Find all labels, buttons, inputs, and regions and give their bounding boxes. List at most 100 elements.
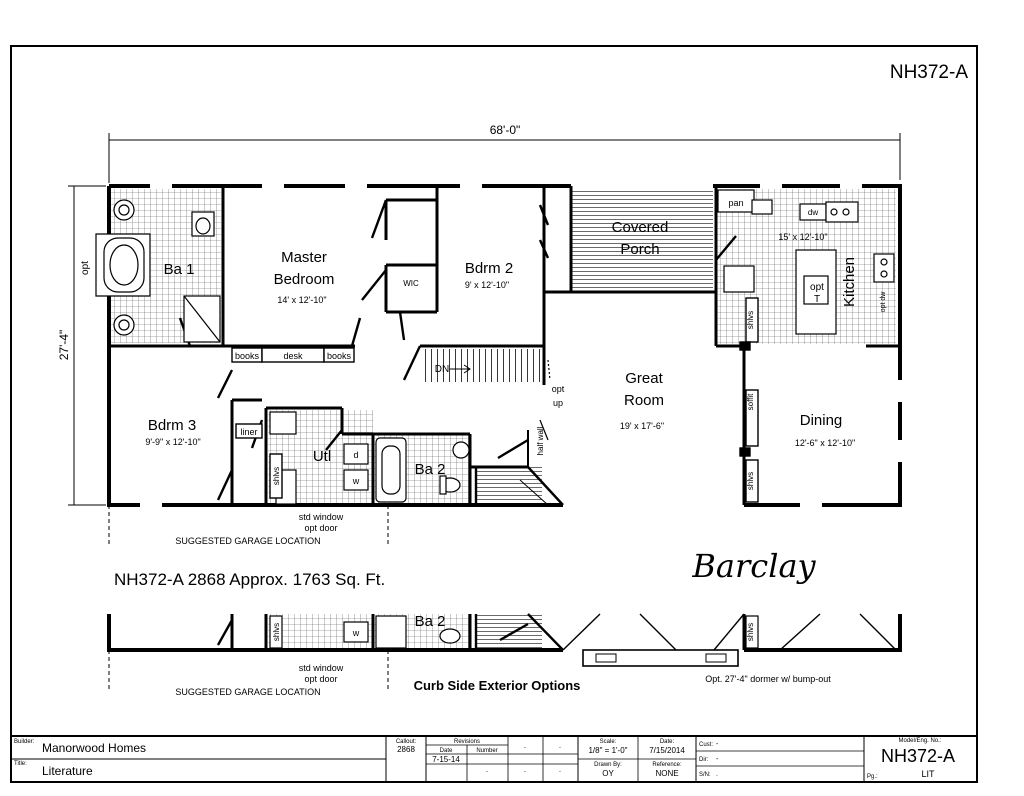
options-std-window: std window [299, 663, 344, 673]
cust-value: - [716, 741, 719, 748]
kitchen-label: Kitchen [841, 257, 858, 307]
options-shlvs-right: shlvs [746, 623, 755, 641]
ba1-fixtures [95, 199, 221, 343]
pg-label: Pg.: [867, 774, 878, 780]
rev-date-col: Date [440, 748, 453, 754]
opt-up-2: up [553, 398, 563, 408]
rev-number-col: Number [476, 748, 497, 754]
utl-ba2-fixtures [269, 411, 470, 505]
title-value: Literature [42, 764, 93, 778]
kitchen-opt-2: T [814, 294, 820, 305]
depth-dimension: 27'-4" opt [57, 185, 106, 506]
model-value: NH372-A [881, 746, 955, 766]
plan-name: Barclay [691, 547, 816, 585]
ref-value: NONE [655, 769, 678, 778]
builder-value: Manorwood Homes [42, 741, 146, 755]
summary-text: NH372-A 2868 Approx. 1763 Sq. Ft. [114, 570, 385, 589]
half-wall-label: half wall [536, 426, 545, 455]
rev-dot-4: . [524, 765, 526, 774]
ba2-label: Ba 2 [415, 461, 446, 478]
sn-value: . [716, 771, 718, 778]
model-code: NH372-A [890, 62, 968, 83]
main-stair [420, 349, 544, 382]
overall-width-label: 68'-0" [490, 123, 521, 137]
revisions-label: Revisions [454, 739, 480, 745]
utl-label: Utl [313, 448, 331, 465]
scale-value: 1/8" = 1'-0" [588, 746, 627, 755]
kitchen-dw: dw [808, 208, 818, 217]
dn-arrow [450, 364, 471, 374]
width-dimension: 68'-0" [108, 123, 901, 183]
utl-d: d [353, 450, 358, 460]
porch-label-2: Porch [620, 241, 659, 258]
options-shlvs-left: shlvs [272, 623, 281, 641]
dining-label: Dining [800, 412, 843, 429]
options-dormer: Opt. 27'-4" dormer w/ bump-out [705, 674, 831, 684]
great-size: 19' x 17'-6" [620, 421, 664, 431]
std-window-main: std window [299, 512, 344, 522]
wic-label: WIC [403, 279, 419, 288]
bdrm3-size: 9'-9" x 12'-10" [145, 437, 200, 447]
top-windows [140, 183, 903, 508]
desk-label: desk [283, 351, 303, 361]
options-title: Curb Side Exterior Options [414, 678, 581, 693]
scale-label: Scale: [600, 739, 617, 745]
bdrm3-label: Bdrm 3 [148, 417, 196, 434]
opt-bay-label: opt [80, 261, 91, 275]
drawn-label: Drawn By: [594, 762, 622, 768]
soffit-label: soffit [746, 393, 755, 411]
dir-value: - [716, 756, 719, 763]
master-label-2: Bedroom [274, 271, 335, 288]
builder-label: Builder: [14, 739, 35, 745]
rev-dot-3: . [559, 741, 561, 750]
linen-label: liner [240, 427, 257, 437]
bdrm2-size: 9' x 12'-10" [465, 280, 509, 290]
interior-walls [111, 186, 900, 505]
bdrm2-label: Bdrm 2 [465, 260, 513, 277]
rev-dot-2: . [524, 741, 526, 750]
books-right: books [327, 351, 352, 361]
dir-label: Dir: [699, 757, 709, 763]
master-label-1: Master [281, 249, 327, 266]
kitchen-opt-dw: opt dw [880, 291, 887, 313]
great-label-1: Great [625, 370, 663, 387]
options-strip [107, 613, 902, 692]
ref-label: Reference: [652, 762, 682, 768]
shlvs-utl: shlvs [272, 467, 281, 485]
date-label: Date: [660, 739, 675, 745]
garage-label-main: SUGGESTED GARAGE LOCATION [175, 536, 320, 546]
entry-stair [476, 467, 542, 505]
options-garage: SUGGESTED GARAGE LOCATION [175, 687, 320, 697]
master-size: 14' x 12'-10" [277, 295, 326, 305]
rev-dot-5: . [559, 765, 561, 774]
options-ba2: Ba 2 [415, 613, 446, 630]
kitchen-size: 15' x 12'-10" [778, 232, 827, 242]
options-w: w [352, 628, 360, 638]
entry-porch [474, 466, 564, 506]
rev-date: 7-15-14 [432, 755, 460, 764]
title-block [10, 735, 978, 783]
date-value: 7/15/2014 [649, 746, 685, 755]
callout-label: Callout: [396, 739, 417, 745]
dn-label: DN [435, 364, 449, 375]
opt-up-1: opt [552, 384, 565, 394]
porch-lines [571, 190, 713, 292]
model-label: Model/Eng. No.: [898, 738, 941, 744]
kitchen-pan: pan [728, 198, 743, 208]
kitchen-opt-1: opt [810, 282, 824, 293]
overall-depth-label: 27'-4" [57, 330, 71, 361]
cust-label: Cust: [699, 742, 713, 748]
books-left: books [235, 351, 260, 361]
kitchen-fixtures [717, 189, 895, 335]
title-label: Title: [14, 761, 27, 767]
sn-label: S/N: [699, 772, 711, 778]
utl-w: w [352, 476, 360, 486]
pg-value: LIT [921, 769, 935, 779]
builtins [231, 297, 759, 503]
callout-value: 2868 [397, 745, 415, 754]
shlvs-kitchen: shlvs [746, 311, 755, 329]
options-opt-door: opt door [304, 674, 337, 684]
shlvs-dining: shlvs [746, 472, 755, 490]
